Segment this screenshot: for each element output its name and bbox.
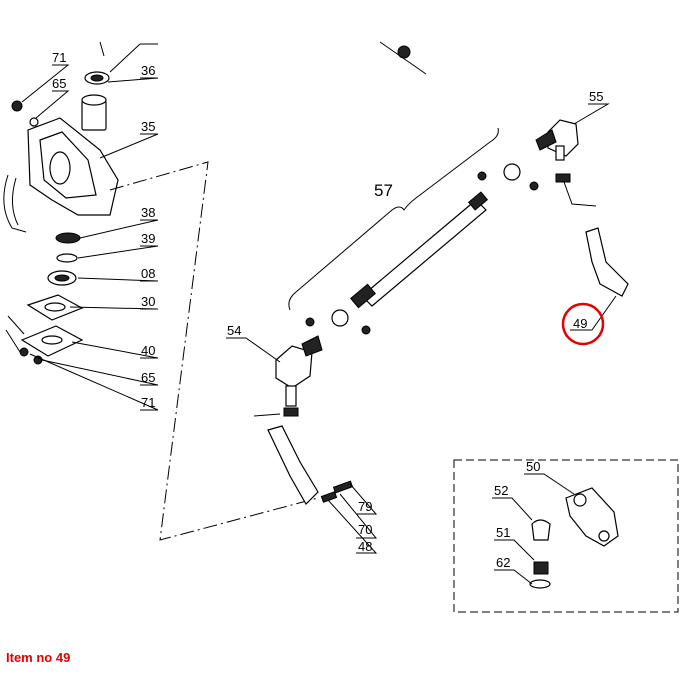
label-65-top: 65 xyxy=(52,76,66,91)
label-57: 57 xyxy=(374,181,393,200)
label-48: 48 xyxy=(358,539,372,554)
parts-diagram: 71 65 36 35 38 39 08 30 40 65 71 57 55 5… xyxy=(3,41,679,613)
label-30: 30 xyxy=(141,294,155,309)
highlight-circle xyxy=(561,302,605,346)
label-54: 54 xyxy=(227,323,241,338)
label-79: 79 xyxy=(358,499,372,514)
knuckle-assembly xyxy=(3,41,158,365)
label-39: 39 xyxy=(141,231,155,246)
label-55: 55 xyxy=(589,89,603,104)
arm-48 xyxy=(267,425,319,505)
label-51: 51 xyxy=(496,525,510,540)
bracket-57 xyxy=(288,127,499,311)
detail-parts xyxy=(492,473,619,589)
tie-rod xyxy=(305,41,539,335)
bolts-79-70 xyxy=(320,480,354,503)
ball-joint-55 xyxy=(535,119,597,207)
label-71-bottom: 71 xyxy=(141,395,155,410)
label-70: 70 xyxy=(358,522,372,537)
label-35: 35 xyxy=(141,119,155,134)
label-36: 36 xyxy=(141,63,155,78)
label-08: 08 xyxy=(141,266,155,281)
label-49: 49 xyxy=(573,316,587,331)
label-52: 52 xyxy=(494,483,508,498)
item-caption: Item no 49 xyxy=(6,650,71,665)
label-62: 62 xyxy=(496,555,510,570)
ball-joint-54 xyxy=(253,335,323,417)
label-50: 50 xyxy=(526,459,540,474)
center-leader-lines xyxy=(226,103,617,554)
left-leader-lines xyxy=(21,43,159,411)
arm-49 xyxy=(585,227,629,297)
detail-box xyxy=(453,459,679,613)
assembly-outline xyxy=(109,161,319,541)
label-71-top: 71 xyxy=(52,50,66,65)
label-38: 38 xyxy=(141,205,155,220)
label-65-bottom: 65 xyxy=(141,370,155,385)
label-40: 40 xyxy=(141,343,155,358)
